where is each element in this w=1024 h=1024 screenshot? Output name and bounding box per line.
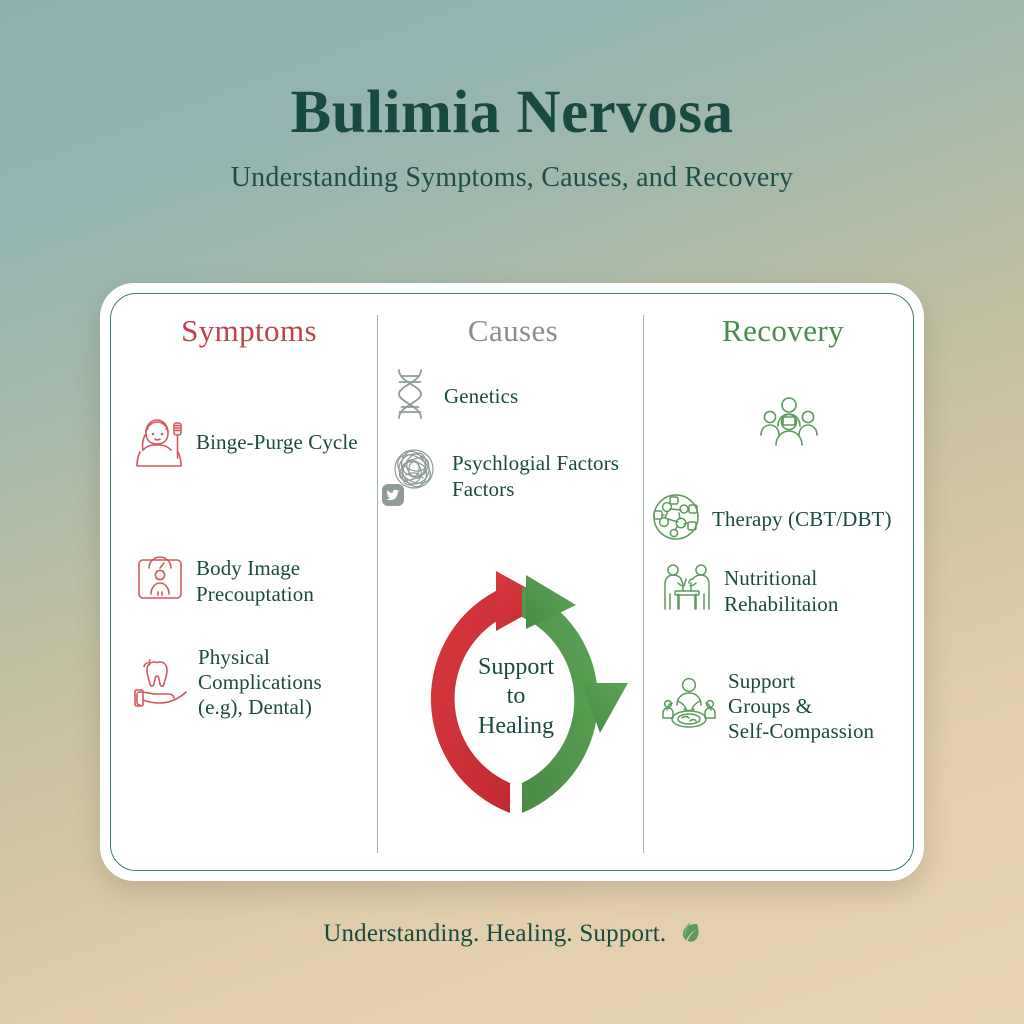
list-item: Therapy (CBT/DBT) <box>648 489 892 550</box>
list-item-label: Binge-Purge Cycle <box>196 429 358 454</box>
list-item: Nutritional Rehabilitaion <box>658 561 838 622</box>
column-divider-2 <box>643 315 644 853</box>
column-recovery: Recovery <box>644 293 914 871</box>
list-item-label: Physical Complications (e.g), Dental) <box>198 645 322 720</box>
poster-footer: Understanding. Healing. Support. <box>0 920 1024 951</box>
content-card: Symptoms <box>100 283 924 881</box>
column-heading-recovery: Recovery <box>722 313 844 348</box>
healing-arc <box>522 575 628 813</box>
list-item-label: Body Image Precouptation <box>196 556 314 606</box>
list-item <box>756 393 830 456</box>
hand-tooth-icon <box>132 652 190 713</box>
page-subtitle: Understanding Symptoms, Causes, and Reco… <box>230 161 794 193</box>
support-to-healing-cycle: Support to Healing <box>400 565 632 817</box>
list-item-label: Psychlogial Factors Factors <box>452 451 619 501</box>
list-item: Psychlogial Factors Factors <box>382 445 619 508</box>
leaf-icon <box>677 920 701 951</box>
support-circle-icon <box>658 675 720 738</box>
column-divider-1 <box>377 315 378 853</box>
column-causes: Causes Genetics <box>378 293 644 871</box>
bird-badge-icon <box>382 484 404 506</box>
list-item: Physical Complications (e.g), Dental) <box>132 645 322 721</box>
dna-helix-icon <box>384 365 436 428</box>
list-item: Binge-Purge Cycle <box>132 411 358 474</box>
column-heading-causes: Causes <box>467 313 559 348</box>
list-item: Genetics <box>384 365 518 428</box>
column-symptoms: Symptoms <box>110 293 378 871</box>
person-toothbrush-icon <box>132 411 188 474</box>
footer-tagline: Understanding. Healing. Support. <box>323 920 667 947</box>
list-item-label: Therapy (CBT/DBT) <box>712 506 892 531</box>
list-item: Support Groups & Self-Compassion <box>658 669 874 745</box>
list-item-label: Support Groups & Self-Compassion <box>728 669 875 744</box>
brain-network-icon <box>648 489 704 550</box>
tangled-thoughts-icon <box>382 445 444 508</box>
meal-together-icon <box>658 561 716 622</box>
group-people-icon <box>756 393 822 456</box>
body-scale-person-icon <box>132 551 188 612</box>
page-title: Bulimia Nervosa <box>290 79 734 146</box>
poster-header: Bulimia Nervosa Understanding Symptoms, … <box>0 0 1024 194</box>
three-column-layout: Symptoms <box>110 293 914 871</box>
column-heading-symptoms: Symptoms <box>181 313 317 348</box>
list-item-label: Nutritional Rehabilitaion <box>724 566 839 616</box>
list-item-label: Genetics <box>444 383 519 408</box>
list-item: Body Image Precouptation <box>132 551 314 612</box>
